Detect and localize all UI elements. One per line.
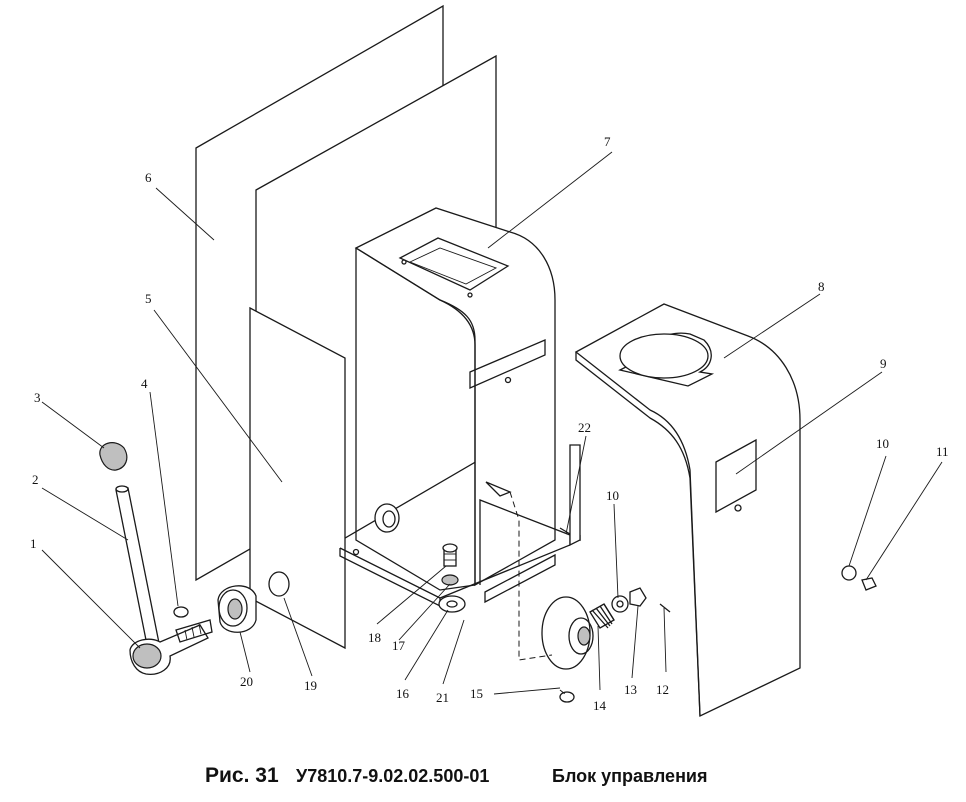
part-19-hole [268,571,290,597]
callout-20: 20 [240,674,253,689]
part-13-nut [629,587,647,607]
callout-11: 11 [936,444,949,459]
callout-22: 22 [578,420,591,435]
callout-4: 4 [141,376,148,391]
part-3-knob [99,442,128,471]
assembly-arrow [485,481,512,497]
part-15-disk [541,596,594,703]
callout-15: 15 [470,686,483,701]
callout-3: 3 [34,390,41,405]
callout-13: 13 [624,682,637,697]
part-11-screw [861,577,877,591]
part-10-washer-right [841,565,857,581]
fastener-stack-18-17-16 [438,543,466,613]
assembly-axis [509,491,566,695]
callout-7: 7 [604,134,611,149]
figure-number: Рис. 31 [205,764,279,787]
callout-16: 16 [396,686,410,701]
callout-10: 10 [606,488,619,503]
callout-12: 12 [656,682,669,697]
callout-8: 8 [818,279,825,294]
callout-labels: 1 2 3 4 5 6 7 8 9 10 11 22 10 18 17 16 2… [30,134,949,713]
figure-caption: Рис. 31 У7810.7-9.02.02.500-01 Блок упра… [205,764,708,787]
drawing-code: У7810.7-9.02.02.500-01 [296,766,489,786]
callout-2: 2 [32,472,39,487]
leader-lines [41,151,943,695]
figure-title: Блок управления [552,766,708,786]
callout-21: 21 [436,690,449,705]
part-2-lever [115,485,213,675]
callout-10-right: 10 [876,436,889,451]
callout-5: 5 [145,291,152,306]
part-10-washer [611,595,629,613]
part-5-cover [249,306,346,650]
callout-1: 1 [30,536,37,551]
part-20-bushing [217,585,257,633]
part-4-pin [173,606,189,618]
part-14-spring [589,603,615,629]
part-8-cover [574,303,801,718]
callout-6: 6 [145,170,152,185]
part-12-pin [659,603,671,613]
callout-19: 19 [304,678,317,693]
callout-18: 18 [368,630,381,645]
callout-17: 17 [392,638,406,653]
callout-14: 14 [593,698,607,713]
callout-9: 9 [880,356,887,371]
